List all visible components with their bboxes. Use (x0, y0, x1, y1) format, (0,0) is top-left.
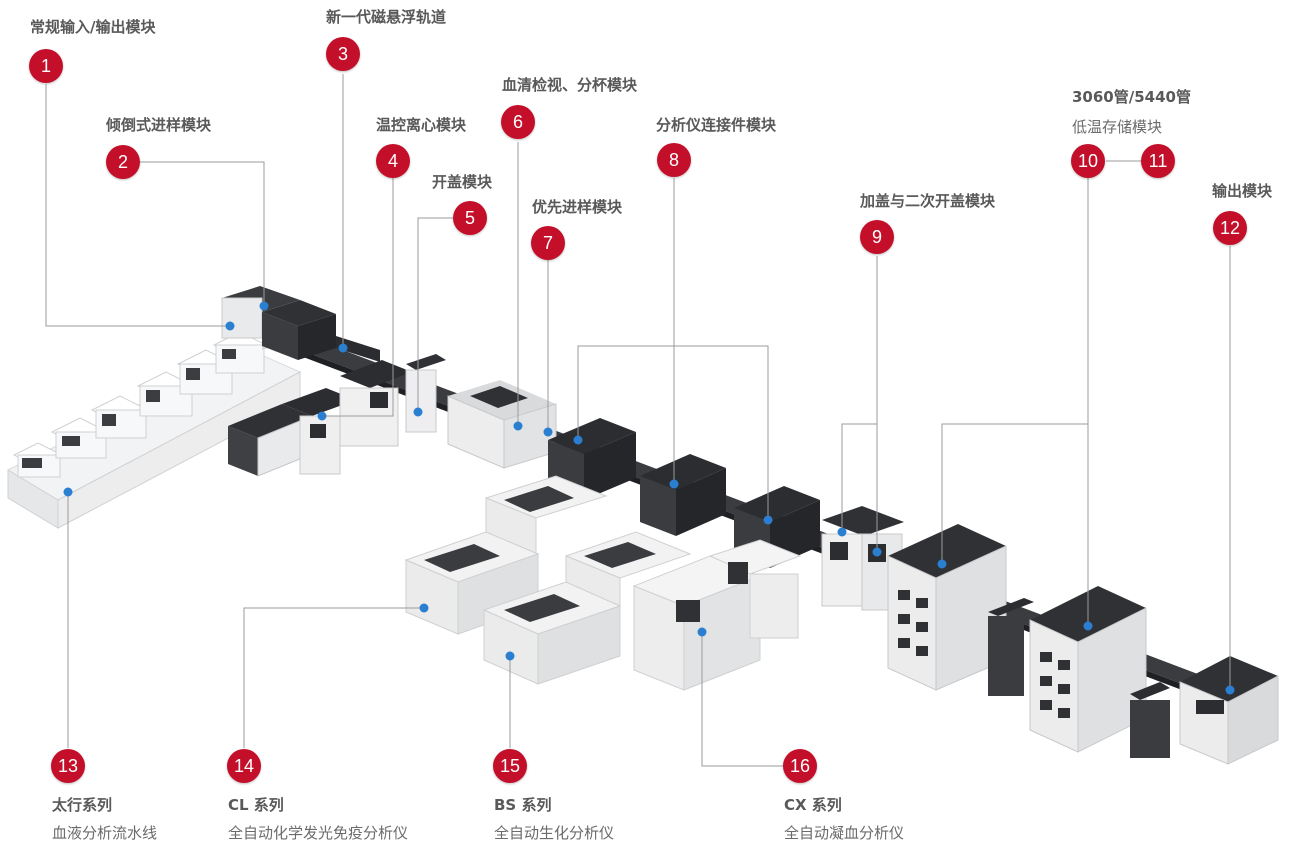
label-m6: 血清检视、分杯模块 (502, 76, 638, 94)
badge-5: 5 (453, 201, 487, 235)
label-m7: 优先进样模块 (532, 198, 623, 216)
analyzers (404, 475, 802, 691)
badge-2: 2 (106, 145, 140, 179)
label-s15-sub: 全自动生化分析仪 (494, 824, 615, 842)
leader-lines (45, 74, 1231, 767)
label-m12: 输出模块 (1212, 182, 1273, 200)
label-m3: 新一代磁悬浮轨道 (326, 8, 447, 26)
badge-15: 15 (493, 749, 527, 783)
label-m10-title: 3060管/5440管 (1072, 88, 1191, 106)
hematology-line (6, 331, 302, 529)
marker-dots (63, 301, 1235, 695)
serum-inspection-module (447, 380, 557, 469)
label-m2: 倾倒式进样模块 (106, 116, 212, 134)
badge-7: 7 (531, 226, 565, 260)
label-m1: 常规输入/输出模块 (30, 18, 156, 36)
badge-14: 14 (227, 749, 261, 783)
badge-3: 3 (326, 37, 360, 71)
badge-10: 10 (1071, 144, 1105, 178)
label-m8: 分析仪连接件模块 (656, 116, 777, 134)
badge-13: 13 (51, 749, 85, 783)
badge-11: 11 (1141, 144, 1175, 178)
badge-8: 8 (657, 143, 691, 177)
label-s13-title: 太行系列 (52, 796, 113, 814)
label-s16-title: CX 系列 (784, 796, 842, 814)
label-s14-title: CL 系列 (228, 796, 284, 814)
badge-6: 6 (501, 105, 535, 139)
output-module (1130, 656, 1279, 765)
label-m5: 开盖模块 (432, 173, 493, 191)
badge-9: 9 (860, 220, 894, 254)
label-s16-sub: 全自动凝血分析仪 (784, 824, 905, 842)
badge-1: 1 (29, 49, 63, 83)
badge-12: 12 (1213, 211, 1247, 245)
label-m10-sub: 低温存储模块 (1072, 118, 1163, 136)
label-s14-sub: 全自动化学发光免疫分析仪 (228, 824, 409, 842)
storage-modules (887, 524, 1147, 753)
label-m9: 加盖与二次开盖模块 (860, 192, 996, 210)
badge-4: 4 (376, 144, 410, 178)
centrifuge-group (228, 354, 446, 477)
badge-16: 16 (783, 749, 817, 783)
label-s15-title: BS 系列 (494, 796, 552, 814)
input-modules (221, 286, 380, 362)
label-s13-sub: 血液分析流水线 (52, 824, 158, 842)
label-m4: 温控离心模块 (376, 116, 467, 134)
